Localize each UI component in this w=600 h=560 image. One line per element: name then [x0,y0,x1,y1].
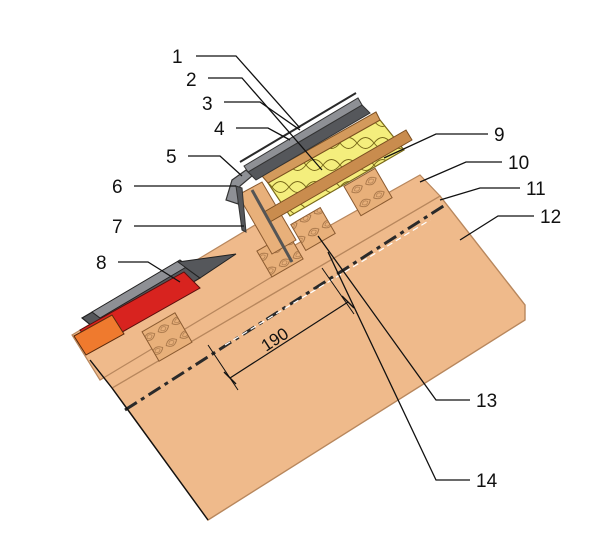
batten-mid-left-grain [256,233,304,277]
leader-4 [236,127,291,141]
fixing-screw [250,189,294,263]
lower-roofing-tip [176,253,237,279]
callout-2: 2 [186,70,197,91]
leader-lines [118,55,534,481]
leader-8 [118,261,181,283]
callout-13: 13 [476,391,497,412]
callout-1: 1 [172,47,183,68]
panel-left-edge [89,359,113,389]
dim-tick-1 [223,371,237,385]
leader-13 [317,235,470,401]
panel-bottom-left-edge [111,387,209,521]
callout-10: 10 [508,153,529,174]
batten-upper-grain [343,168,393,216]
dim-line [229,301,349,379]
slab-membrane-line-1 [124,203,446,412]
board-above-insulation [261,111,381,184]
slab-membrane-line-2 [224,219,431,346]
roof-top-edge [239,92,357,163]
leader-14 [327,251,470,481]
dim-ext-1 [207,344,239,391]
dim-ext-2 [321,267,355,315]
callout-4: 4 [214,119,225,140]
leader-10 [419,161,502,183]
dim-tick-2 [341,295,355,309]
leader-5 [188,155,243,177]
leader-2 [208,77,323,171]
callout-9: 9 [494,125,505,146]
leader-1 [196,55,301,129]
callout-11: 11 [526,179,546,200]
leader-3 [224,101,301,131]
callout-12: 12 [540,207,561,228]
batten-lower-left-grain [142,312,192,362]
eaves-drip [235,185,247,233]
leader-9 [383,133,488,159]
callout-6: 6 [112,177,123,198]
leader-12 [459,215,534,241]
callout-8: 8 [96,253,107,274]
callout-14: 14 [476,471,498,492]
callout-5: 5 [166,147,177,168]
leader-11 [439,187,520,201]
batten-mid-grain [290,207,336,251]
callout-3: 3 [202,94,213,115]
fascia-orange [73,314,125,356]
callout-7: 7 [112,217,123,238]
